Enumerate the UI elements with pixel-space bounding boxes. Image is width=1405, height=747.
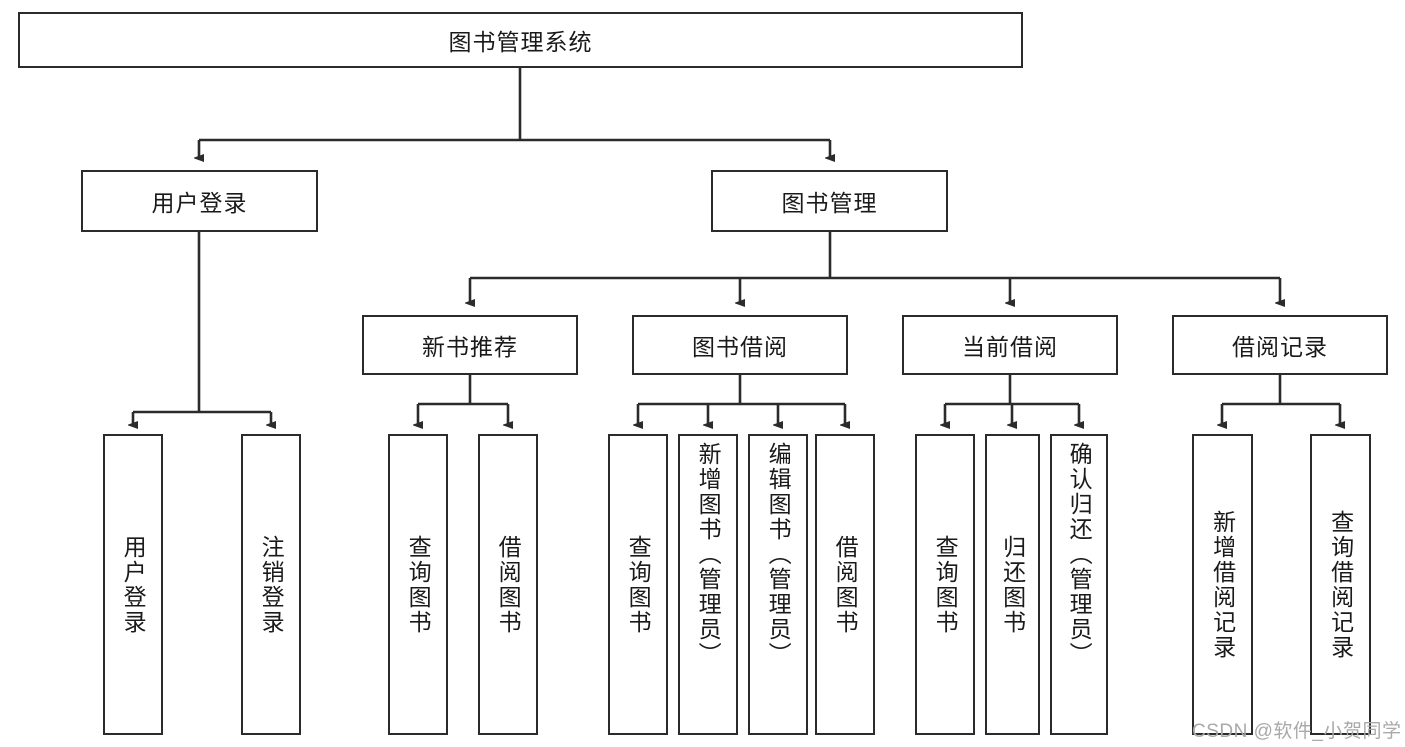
node-book-management[interactable]: 图书管理 — [711, 170, 948, 232]
leaf-user-login-logout[interactable]: 注销登录 — [241, 434, 301, 735]
node-label: 编辑图书（管理员） — [765, 442, 792, 667]
csdn-watermark: CSDN @软件_小贺同学 — [1192, 721, 1402, 742]
leaf-new-book-borrow[interactable]: 借阅图书 — [478, 434, 538, 735]
node-label: 图书管理 — [781, 190, 878, 216]
node-label: 借阅图书 — [832, 534, 859, 635]
leaf-record-query[interactable]: 查询借阅记录 — [1310, 434, 1371, 735]
leaf-current-return-book[interactable]: 归还图书 — [985, 434, 1040, 735]
node-label: 新书推荐 — [422, 334, 518, 360]
node-label: 图书管理系统 — [448, 29, 593, 55]
leaf-current-query-book[interactable]: 查询图书 — [915, 434, 975, 735]
node-label: 用户登录 — [120, 534, 147, 635]
leaf-borrow-query-book[interactable]: 查询图书 — [608, 434, 668, 735]
leaf-record-add[interactable]: 新增借阅记录 — [1192, 434, 1253, 735]
node-label: 注销登录 — [258, 534, 285, 635]
node-label: 用户登录 — [151, 190, 248, 216]
node-root-system[interactable]: 图书管理系统 — [18, 12, 1023, 68]
leaf-new-book-query[interactable]: 查询图书 — [388, 434, 448, 735]
leaf-current-confirm-return[interactable]: 确认归还（管理员） — [1050, 434, 1108, 735]
leaf-borrow-edit-book[interactable]: 编辑图书（管理员） — [748, 434, 808, 735]
node-book-borrow[interactable]: 图书借阅 — [632, 315, 848, 375]
node-label: 借阅记录 — [1232, 334, 1328, 360]
node-current-borrow[interactable]: 当前借阅 — [902, 315, 1118, 375]
node-user-login[interactable]: 用户登录 — [81, 170, 318, 232]
node-label: 借阅图书 — [495, 534, 522, 635]
leaf-user-login-login[interactable]: 用户登录 — [103, 434, 163, 735]
node-label: 图书借阅 — [692, 334, 788, 360]
node-label: 查询图书 — [932, 534, 959, 635]
node-label: 查询图书 — [405, 534, 432, 635]
node-label: 归还图书 — [999, 534, 1026, 635]
node-label: 查询图书 — [625, 534, 652, 635]
node-label: 当前借阅 — [962, 334, 1058, 360]
node-borrow-record[interactable]: 借阅记录 — [1172, 315, 1388, 375]
node-label: 确认归还（管理员） — [1066, 442, 1093, 667]
node-new-book-recommend[interactable]: 新书推荐 — [362, 315, 578, 375]
node-label: 查询借阅记录 — [1327, 509, 1354, 660]
leaf-borrow-borrow-book[interactable]: 借阅图书 — [815, 434, 875, 735]
node-label: 新增借阅记录 — [1209, 509, 1236, 660]
node-label: 新增图书（管理员） — [695, 442, 722, 667]
leaf-borrow-add-book[interactable]: 新增图书（管理员） — [678, 434, 738, 735]
